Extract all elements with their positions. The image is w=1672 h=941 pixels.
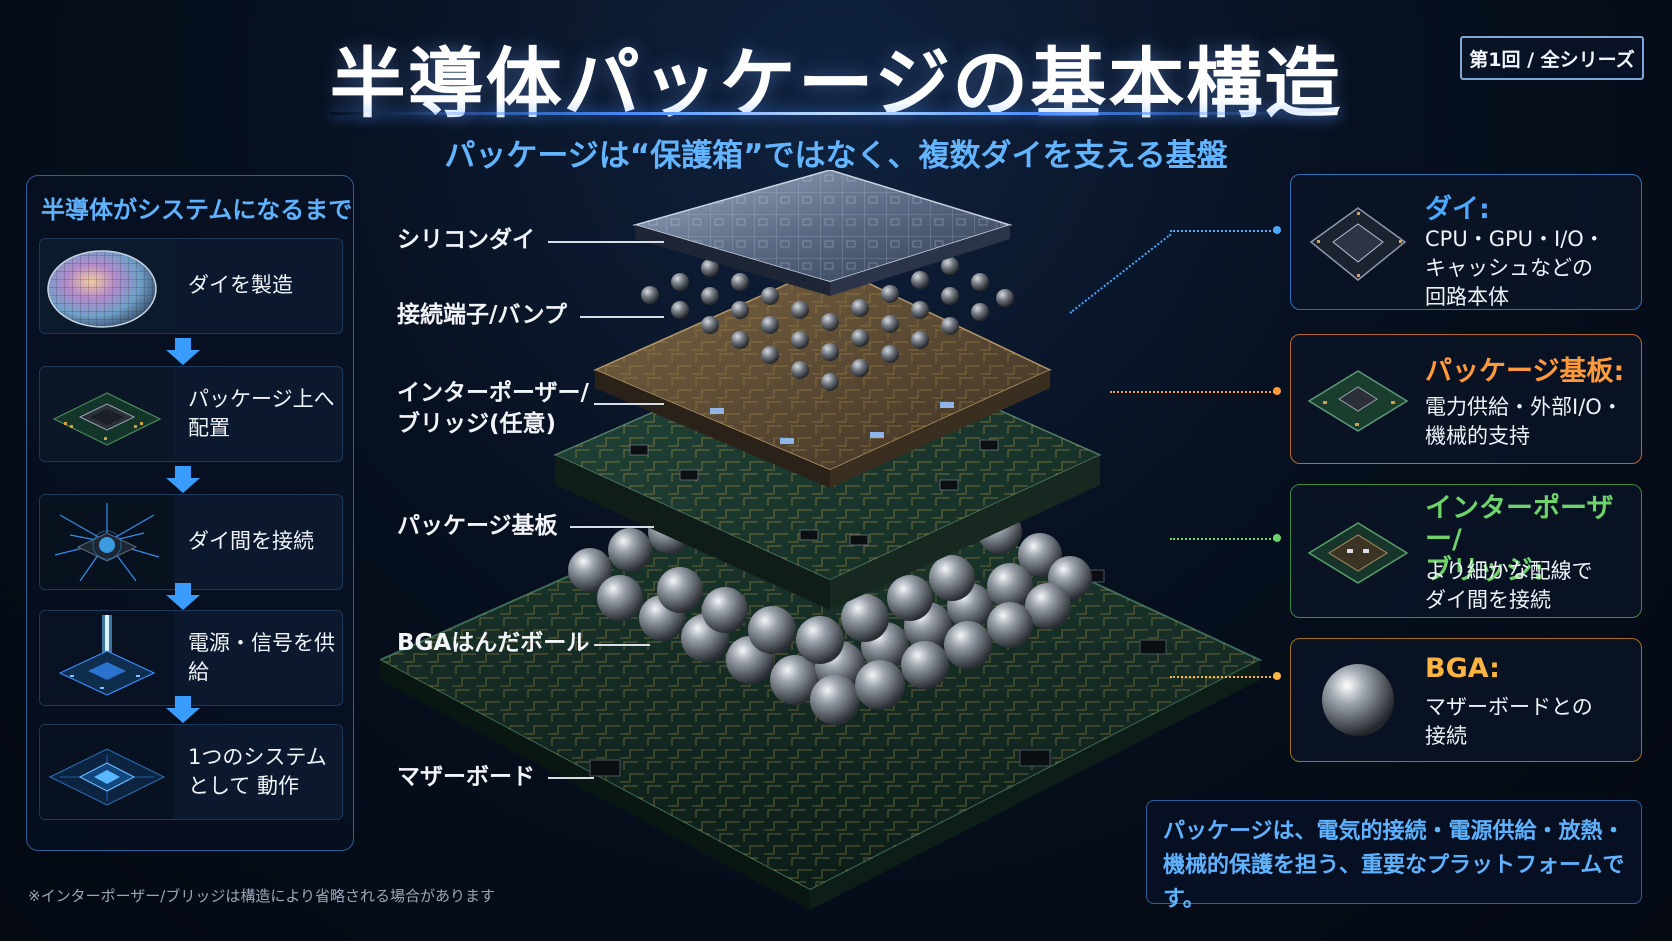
leader-line <box>570 526 654 528</box>
flow-heading: 半導体がシステムになるまで <box>41 196 353 224</box>
leader-line <box>548 777 594 779</box>
layer-label-substrate: パッケージ基板 <box>397 513 558 539</box>
layer-label-silicon-die: シリコンダイ <box>397 227 535 253</box>
interposer-label-line2: ブリッジ(任意) <box>397 411 557 438</box>
info-interposer-title-line: インターポーザー/ <box>1425 493 1614 556</box>
connected-chip-icon <box>40 495 174 589</box>
connector-interposer <box>1170 538 1278 540</box>
flow-step-label: パッケージ上へ 配置 <box>188 386 335 440</box>
info-die-line: 回路本体 <box>1425 284 1509 309</box>
info-interposer-line: より細かな配線で <box>1425 559 1593 583</box>
connector-dot <box>1273 226 1281 234</box>
interposer-icon <box>1303 499 1413 603</box>
page-subtitle: パッケージは“保護箱”ではなく、複数ダイを支える基盤 <box>444 138 1228 174</box>
info-box-bga: BGA: マザーボードとの 接続 <box>1290 638 1642 762</box>
footnote: ※インターポーザー/ブリッジは構造により省略される場合があります <box>28 887 496 905</box>
summary-box: パッケージは、電気的接続・電源供給・放熱・ 機械的保護を担う、重要なプラットフォ… <box>1146 800 1642 912</box>
info-box-substrate: パッケージ基板: 電力供給・外部I/O・ 機械的支持 <box>1290 334 1642 464</box>
layer-label-bga: BGAはんだボール <box>397 630 590 656</box>
info-interposer-body: より細かな配線で ダイ間を接続 <box>1425 557 1593 615</box>
power-signal-icon <box>40 611 174 705</box>
title-underline-glow <box>330 112 1340 115</box>
leader-line <box>594 644 650 646</box>
summary-line: 機械的保護を担う、重要なプラットフォームです。 <box>1163 853 1625 913</box>
flow-step-1: ダイを製造 <box>39 238 343 334</box>
connector-dot <box>1273 534 1281 542</box>
layer-label-bump: 接続端子/バンプ <box>397 302 567 328</box>
leader-line <box>580 316 664 318</box>
wafer-icon <box>40 239 174 333</box>
summary-line: パッケージは、電気的接続・電源供給・放熱・ <box>1163 819 1625 844</box>
info-die-line: キャッシュなどの <box>1425 255 1593 280</box>
layer-label-interposer: インターポーザー/ ブリッジ(任意) <box>397 378 589 440</box>
cpu-chip-icon <box>1303 190 1413 294</box>
info-substrate-line: 電力供給・外部I/O・ <box>1425 395 1623 419</box>
solder-ball-icon <box>1303 648 1413 752</box>
flow-step-label: 1つのシステムとして 動作 <box>188 744 327 798</box>
package-stack-illustration <box>380 170 1263 910</box>
info-die-body: CPU・GPU・I/O・ キャッシュなどの 回路本体 <box>1425 225 1605 312</box>
chip-on-package-icon <box>40 367 174 461</box>
connector-substrate <box>1110 391 1278 393</box>
info-bga-title: BGA: <box>1425 653 1500 684</box>
info-die-line: CPU・GPU・I/O・ <box>1425 227 1605 251</box>
flow-step-label: ダイを製造 <box>188 273 293 298</box>
flow-step-label: 電源・信号を供給 <box>188 630 335 684</box>
info-substrate-line: 機械的支持 <box>1425 423 1530 448</box>
info-interposer-line: ダイ間を接続 <box>1425 587 1551 612</box>
info-box-die: ダイ: CPU・GPU・I/O・ キャッシュなどの 回路本体 <box>1290 174 1642 310</box>
info-substrate-title: パッケージ基板: <box>1425 356 1625 387</box>
connector-die-h <box>1170 230 1278 232</box>
flow-step-5: 1つのシステムとして 動作 <box>39 724 343 820</box>
flow-step-2: パッケージ上へ 配置 <box>39 366 343 462</box>
info-interposer-title: インターポーザー/ ブリッジ: <box>1425 493 1641 586</box>
layer-label-motherboard: マザーボード <box>397 764 535 790</box>
interposer-label-line1: インターポーザー/ <box>397 380 589 406</box>
flow-step-label: ダイ間を接続 <box>188 529 314 554</box>
connector-bga <box>1170 676 1278 678</box>
info-interposer-title-line: ブリッジ: <box>1425 555 1544 587</box>
info-bga-body: マザーボードとの 接続 <box>1425 693 1593 751</box>
info-die-title: ダイ: <box>1425 194 1490 225</box>
info-substrate-body: 電力供給・外部I/O・ 機械的支持 <box>1425 393 1623 451</box>
leader-line <box>594 403 664 405</box>
flow-step-3: ダイ間を接続 <box>39 494 343 590</box>
page-title: 半導体パッケージの基本構造 <box>329 39 1343 128</box>
system-chip-icon <box>40 725 174 819</box>
connector-dot <box>1273 387 1281 395</box>
info-bga-line: マザーボードとの <box>1425 695 1593 719</box>
leader-line <box>548 241 664 243</box>
flow-panel: 半導体がシステムになるまで ダイを製造 <box>26 175 354 851</box>
package-substrate-icon <box>1303 347 1413 451</box>
series-badge: 第1回 / 全シリーズ <box>1460 36 1644 80</box>
connector-dot <box>1273 672 1281 680</box>
flow-step-4: 電源・信号を供給 <box>39 610 343 706</box>
info-box-interposer: インターポーザー/ ブリッジ: より細かな配線で ダイ間を接続 <box>1290 484 1642 618</box>
info-bga-line: 接続 <box>1425 723 1467 748</box>
